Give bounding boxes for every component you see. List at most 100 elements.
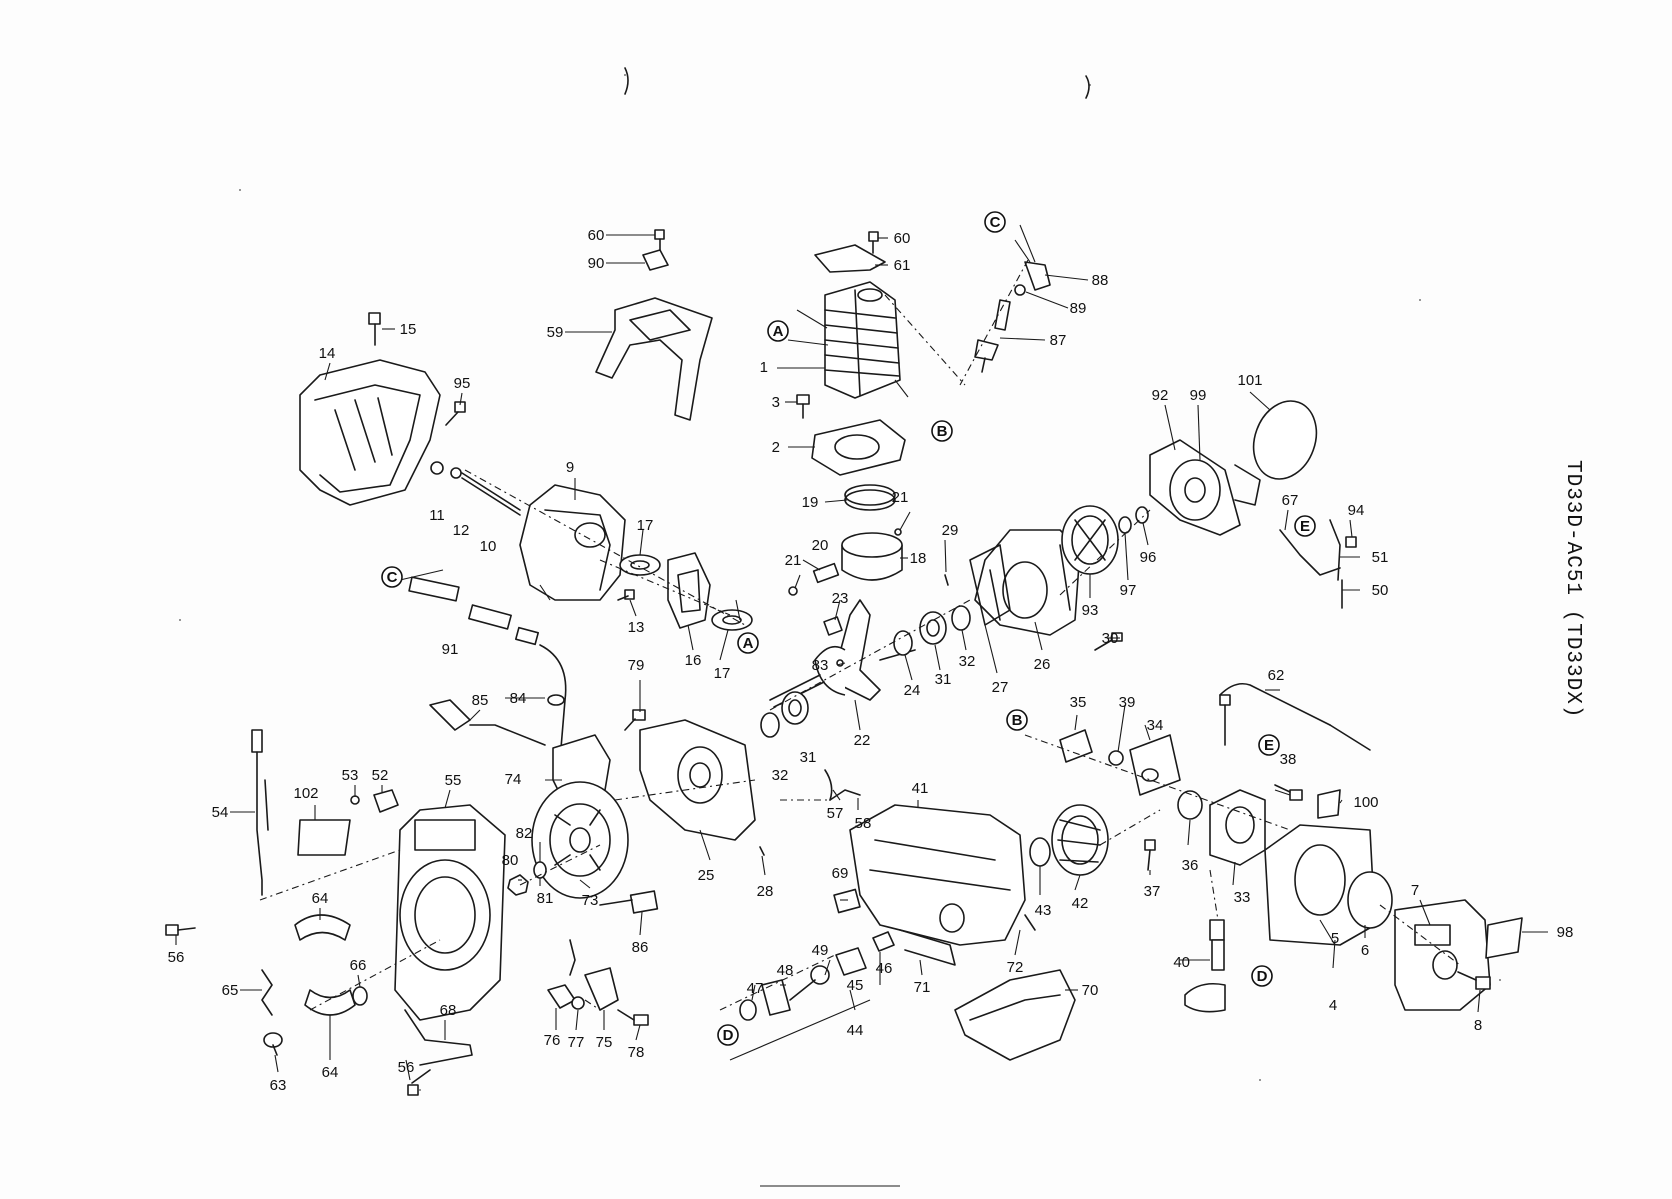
pin-bolt-shape [944, 574, 1123, 651]
part-label-11: 11 [429, 507, 445, 524]
label-102-shape [297, 819, 351, 856]
cylinder-shape [824, 281, 901, 399]
svg-text:B: B [937, 423, 948, 440]
part-label-24: 24 [904, 682, 921, 699]
part-label-8: 8 [1474, 1017, 1482, 1034]
starter-case-shape [1149, 400, 1318, 536]
part-label-60b: 60 [894, 230, 911, 247]
part-label-61: 61 [894, 257, 911, 274]
part-label-28: 28 [757, 883, 774, 900]
part-label-33: 33 [1234, 889, 1251, 906]
carburetor-shape [1144, 789, 1266, 871]
part-label-22: 22 [854, 732, 871, 749]
part-label-93: 93 [1082, 602, 1099, 619]
screw-13-shape [617, 589, 635, 601]
svg-text:C: C [990, 214, 1001, 231]
air-cleaner-shape [1264, 824, 1491, 1011]
part-label-38: 38 [1280, 751, 1297, 768]
label-98-shape [1485, 917, 1523, 959]
svg-text:E: E [1264, 737, 1274, 754]
part-label-56a: 56 [168, 949, 185, 966]
part-label-2: 2 [772, 439, 780, 456]
part-label-59: 59 [547, 324, 564, 341]
cover-70-shape [954, 969, 1076, 1061]
bracket-59-shape [595, 297, 713, 421]
part-label-47: 47 [747, 980, 764, 997]
part-label-39: 39 [1119, 694, 1136, 711]
svg-text:A: A [773, 323, 784, 340]
svg-text:D: D [1257, 968, 1268, 985]
ref-b-top: B [931, 420, 953, 442]
ref-e-throttle: E [1294, 515, 1316, 537]
part-label-98: 98 [1557, 924, 1574, 941]
nut-washer-shape [430, 461, 521, 516]
part-label-32a: 32 [959, 653, 976, 670]
clutch-shoe-shape [261, 914, 368, 1056]
part-label-1: 1 [760, 359, 768, 376]
part-label-43: 43 [1035, 902, 1052, 919]
crankcase-25-shape [639, 719, 756, 841]
air-filter-42-shape [1029, 804, 1109, 876]
part-label-18: 18 [910, 550, 927, 567]
part-label-17b: 17 [714, 665, 731, 682]
part-label-78: 78 [628, 1044, 645, 1061]
part-number-labels: 1 2 3 4 5 6 7 8 9 10 11 12 13 14 15 16 1… [168, 227, 1574, 1094]
label-100-shape [1317, 789, 1341, 819]
switch-wire-shape [824, 769, 861, 801]
part-label-66: 66 [350, 957, 367, 974]
ref-c-fuel: C [381, 566, 403, 588]
svg-text:A: A [743, 635, 754, 652]
part-label-57: 57 [827, 805, 844, 822]
tank-strap-shape [899, 914, 1036, 966]
svg-text:C: C [387, 569, 398, 586]
part-label-21a: 21 [892, 489, 909, 506]
part-label-6: 6 [1361, 942, 1369, 959]
part-label-40: 40 [1173, 954, 1190, 971]
part-label-76: 76 [544, 1032, 561, 1049]
part-label-58: 58 [855, 815, 872, 832]
part-label-79: 79 [628, 657, 645, 674]
assembly-lines [259, 259, 1461, 1011]
part-label-80: 80 [502, 852, 519, 869]
svg-text:B: B [1012, 712, 1023, 729]
part-label-90: 90 [588, 255, 605, 272]
part-label-42: 42 [1072, 895, 1089, 912]
throttle-cable-shape [1219, 682, 1371, 801]
part-label-19: 19 [802, 494, 819, 511]
part-label-77: 77 [568, 1034, 585, 1051]
part-label-65: 65 [222, 982, 239, 999]
part-label-92: 92 [1152, 387, 1169, 404]
part-label-44: 44 [847, 1022, 864, 1039]
part-label-36: 36 [1182, 857, 1199, 874]
bolt-15-shape [368, 312, 381, 346]
part-label-46: 46 [876, 960, 893, 977]
part-label-88: 88 [1092, 272, 1109, 289]
pin-28-shape [759, 846, 765, 856]
muffler-shape [519, 484, 626, 601]
part-label-96: 96 [1140, 549, 1157, 566]
part-label-16: 16 [685, 652, 702, 669]
part-label-10: 10 [480, 538, 497, 555]
reference-markers: A A B B C C D [381, 211, 1316, 1046]
gasket-2-shape [811, 419, 906, 476]
part-label-86: 86 [632, 939, 649, 956]
part-label-13: 13 [628, 619, 645, 636]
part-label-27: 27 [992, 679, 1009, 696]
part-label-52: 52 [372, 767, 389, 784]
part-label-94: 94 [1348, 502, 1365, 519]
part-label-15: 15 [400, 321, 417, 338]
part-label-84: 84 [510, 690, 527, 707]
part-label-83: 83 [812, 657, 829, 674]
part-label-45: 45 [847, 977, 864, 994]
part-label-67: 67 [1282, 492, 1299, 509]
fuel-line-shape [408, 576, 567, 761]
part-label-56b: 56 [398, 1059, 415, 1076]
ref-d-left: D [717, 1024, 739, 1046]
ref-a-top: A [767, 320, 789, 342]
part-label-85: 85 [472, 692, 489, 709]
switch-assembly-shape [547, 939, 649, 1026]
bolt-8-shape [1457, 971, 1491, 990]
part-label-55: 55 [445, 772, 462, 789]
part-label-5: 5 [1331, 930, 1339, 947]
